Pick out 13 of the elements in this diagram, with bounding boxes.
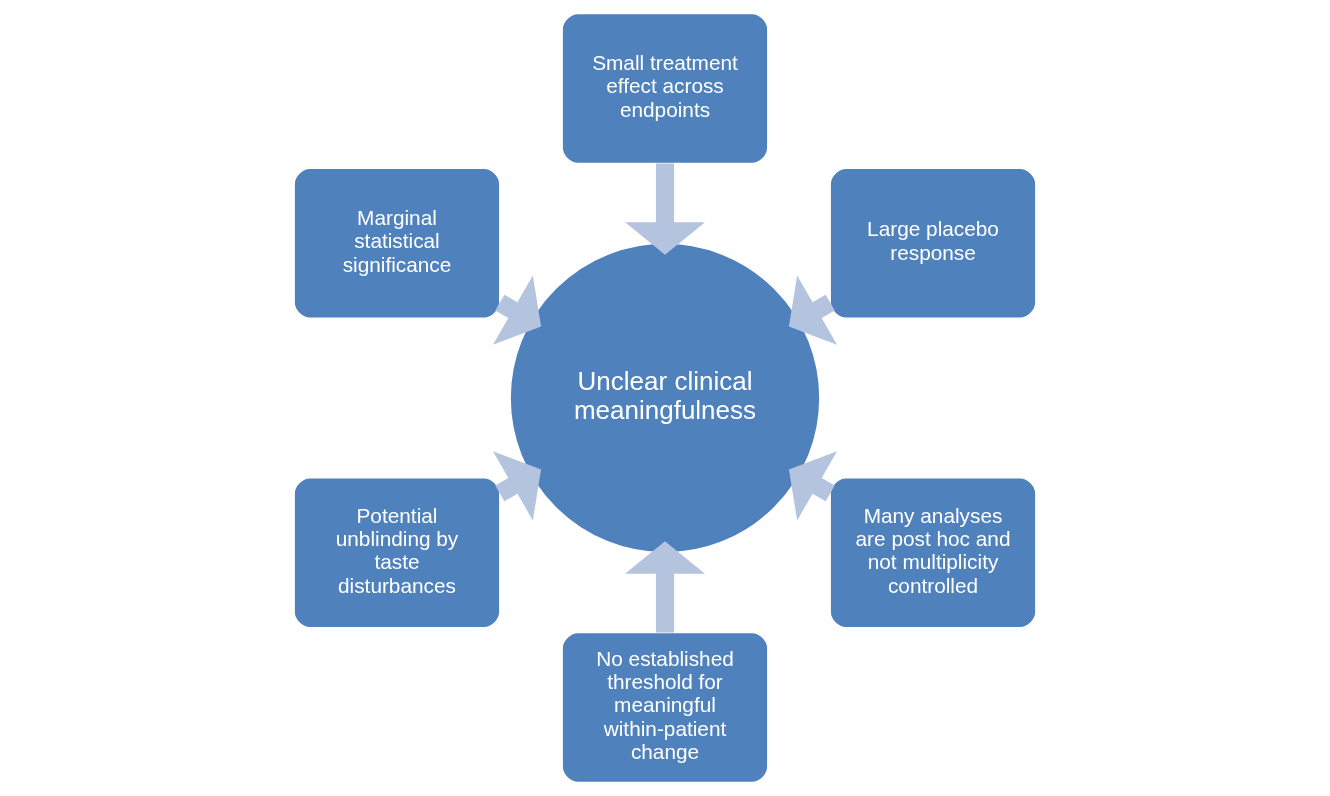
node-circle: Unclear clinical meaningfulness xyxy=(509,242,821,554)
arrow xyxy=(788,275,838,345)
node-box: Marginal statistical significance xyxy=(293,167,501,319)
arrow xyxy=(788,451,838,521)
node-box: Potential unblinding by taste disturbances xyxy=(293,477,501,629)
node-box: Small treatment effect across endpoints xyxy=(561,13,769,164)
node-box: Large placebo response xyxy=(829,167,1037,319)
arrow xyxy=(492,451,542,521)
arrow xyxy=(625,541,705,633)
node-box: No established threshold for meaningful within-patient change xyxy=(561,632,769,783)
arrow xyxy=(625,163,705,255)
node-box: Many analyses are post hoc and not multiplicity controlled xyxy=(829,477,1037,629)
arrow xyxy=(492,275,542,345)
